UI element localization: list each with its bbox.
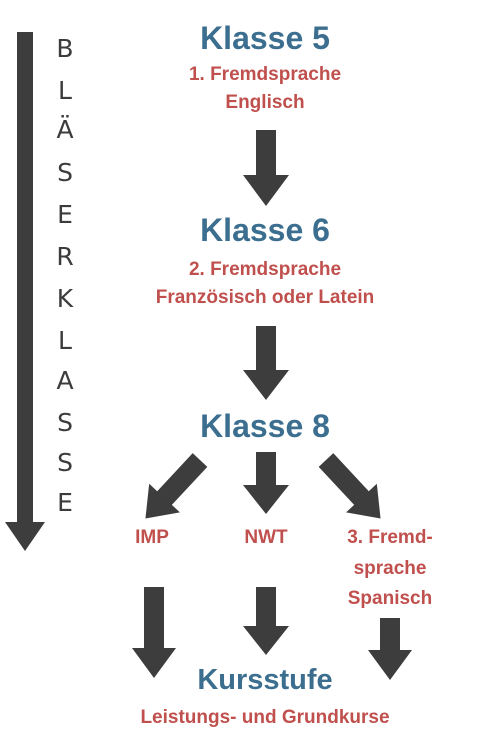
- arrow-k6-to-k8: [243, 326, 289, 400]
- klasse-5-title: Klasse 5: [200, 20, 330, 56]
- arrow-fremd3-to-kursstufe: [368, 618, 412, 680]
- klasse-6-line2: Französisch oder Latein: [155, 287, 375, 308]
- sidebar-letter: B: [56, 34, 74, 63]
- arrow-k8-to-fremd3: [318, 453, 381, 519]
- klasse-6-title: Klasse 6: [200, 212, 330, 248]
- sidebar-letter: L: [58, 326, 72, 355]
- sidebar-letter: Ä: [56, 115, 74, 144]
- option-imp: IMP: [135, 527, 169, 548]
- arrow-k5-to-k6: [243, 130, 289, 206]
- sidebar-letter: A: [56, 366, 74, 395]
- sidebar-letter: K: [56, 284, 74, 313]
- arrow-k8-to-nwt: [243, 452, 289, 514]
- sidebar-letter: S: [57, 408, 73, 437]
- sidebar-letter: E: [57, 200, 73, 229]
- arrow-imp-to-kursstufe: [132, 587, 176, 678]
- kursstufe-subtitle: Leistungs- und Grundkurse: [140, 707, 390, 728]
- arrow-nwt-to-kursstufe: [243, 587, 289, 655]
- option-fremd3-line3: Spanisch: [347, 588, 433, 609]
- sidebar-letter: L: [58, 76, 72, 105]
- arrow-k8-to-imp: [145, 453, 208, 519]
- option-fremd3-line1: 3. Fremd-: [347, 527, 433, 548]
- sidebar-letter: S: [57, 448, 73, 477]
- klasse-8-title: Klasse 8: [200, 408, 330, 444]
- option-fremd3-line2: sprache: [353, 558, 427, 579]
- sidebar-letter: E: [57, 488, 73, 517]
- sidebar-letter: R: [56, 242, 74, 271]
- kursstufe-title: Kursstufe: [197, 664, 333, 696]
- option-nwt: NWT: [244, 527, 288, 548]
- sidebar-letter: S: [57, 158, 73, 187]
- klasse-6-line1: 2. Fremdsprache: [188, 259, 342, 280]
- klasse-5-line2: Englisch: [225, 92, 305, 113]
- klasse-5-line1: 1. Fremdsprache: [188, 64, 342, 85]
